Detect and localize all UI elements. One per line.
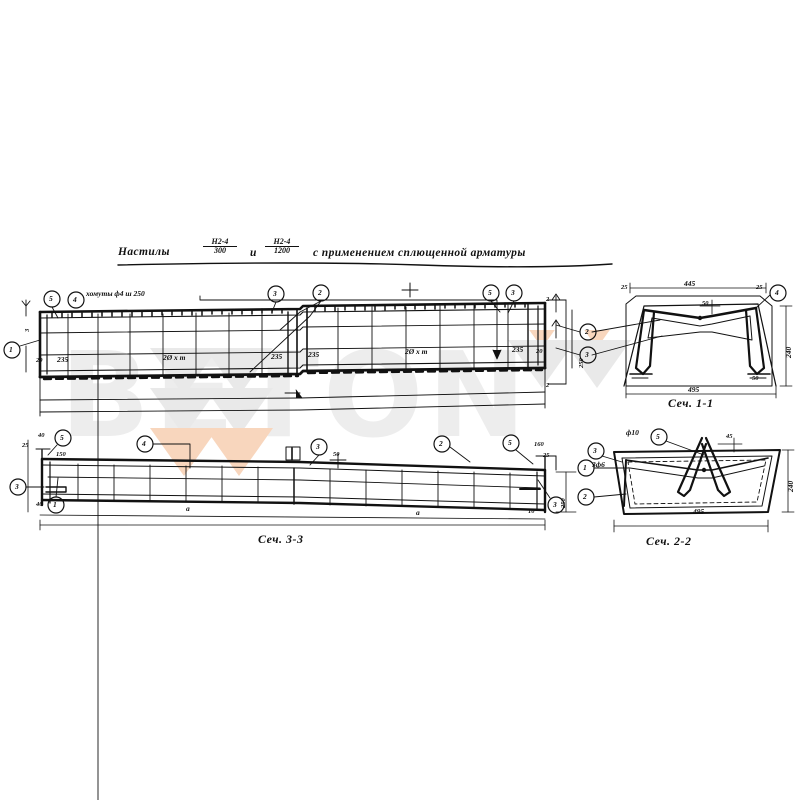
callout-4-plan[interactable]: 4 bbox=[73, 295, 77, 304]
callout-3-sec33-left[interactable]: 3 bbox=[15, 482, 19, 491]
callout-2-sec33[interactable]: 2 bbox=[439, 439, 443, 448]
caption-section-2-2: Сеч. 2-2 bbox=[646, 534, 692, 548]
sec33-dim-10: 10 bbox=[528, 508, 535, 515]
callout-4-sec33[interactable]: 4 bbox=[142, 439, 146, 448]
sec33-dim-160: 160 bbox=[534, 441, 544, 448]
callout-3-plan-right[interactable]: 3 bbox=[511, 288, 515, 297]
plan-dim-3-left: 3 bbox=[24, 328, 31, 332]
stirrup-note: хомуты ф4 ш 250 bbox=[86, 289, 145, 298]
fraction-1-numerator: Н2-4 bbox=[211, 237, 229, 246]
callout-3-plan[interactable]: 3 bbox=[273, 289, 277, 298]
plan-dim-2-top: 2 bbox=[546, 296, 550, 303]
sec33-dim-40-bottom: 40 bbox=[36, 501, 43, 508]
callout-3-sec33[interactable]: 3 bbox=[316, 442, 320, 451]
title-prefix: Настилы bbox=[118, 246, 170, 258]
fraction-2-denominator: 1200 bbox=[274, 246, 290, 256]
callout-1-sec22[interactable]: 1 bbox=[583, 463, 587, 472]
sec22-dim-bottom: 495 bbox=[693, 507, 705, 516]
sec22-dim-45: 45 bbox=[726, 433, 733, 440]
callout-5-sec33[interactable]: 5 bbox=[60, 433, 64, 442]
callout-3-sec22[interactable]: 3 bbox=[593, 446, 597, 455]
plan-dim-235-a: 235 bbox=[57, 355, 69, 364]
fraction-2-numerator: Н2-4 bbox=[273, 237, 291, 246]
sec33-dim-a-left: a bbox=[186, 504, 190, 513]
fraction-1-denominator: 300 bbox=[214, 246, 226, 256]
sec11-dim-50-top: 50 bbox=[702, 300, 709, 307]
caption-section-3-3: Сеч. 3-3 bbox=[258, 532, 304, 546]
plan-dim-span-b: 2Ø x m bbox=[405, 347, 428, 356]
callout-5-plan-right[interactable]: 5 bbox=[488, 288, 492, 297]
callout-5-sec33-right[interactable]: 5 bbox=[508, 438, 512, 447]
caption-section-1-1: Сеч. 1-1 bbox=[668, 396, 714, 410]
plan-dim-span-a: 2Ø x m bbox=[163, 353, 186, 362]
title-suffix: с применением сплющенной арматуры bbox=[313, 247, 526, 259]
sec11-dim-25-left: 25 bbox=[621, 284, 628, 291]
callout-4-sec11[interactable]: 4 bbox=[775, 288, 779, 297]
plan-dim-20-right: 20 bbox=[536, 348, 543, 355]
plan-dim-235-d: 235 bbox=[512, 345, 524, 354]
plan-dim-235-b: 235 bbox=[271, 352, 283, 361]
callout-5-plan[interactable]: 5 bbox=[49, 294, 53, 303]
title-fraction-2: Н2-4 1200 bbox=[265, 237, 299, 256]
sec33-dim-150: 150 bbox=[56, 451, 66, 458]
callout-5-sec22[interactable]: 5 bbox=[656, 432, 660, 441]
sec11-dim-25-right: 25 bbox=[756, 284, 763, 291]
sec33-dim-50: 50 bbox=[333, 451, 340, 458]
callout-2-sec22[interactable]: 2 bbox=[583, 492, 587, 501]
title-fraction-1: Н2-4 300 bbox=[203, 237, 237, 256]
sec33-dim-40-top: 40 bbox=[38, 432, 45, 439]
callout-1-plan[interactable]: 1 bbox=[9, 345, 13, 354]
plan-dim-235-c: 235 bbox=[308, 350, 320, 359]
sec11-dim-bottom: 495 bbox=[688, 385, 700, 394]
sec33-dim-25: 25 bbox=[22, 442, 29, 449]
callout-2-plan[interactable]: 2 bbox=[318, 288, 322, 297]
callout-1-sec33[interactable]: 1 bbox=[53, 500, 57, 509]
callout-2-sec11[interactable]: 2 bbox=[585, 327, 589, 336]
plan-dim-250-right: 250 bbox=[578, 358, 585, 368]
plan-dim-2-bottom: 2 bbox=[546, 382, 550, 389]
sec33-dim-a-right: a bbox=[416, 508, 420, 517]
sec11-dim-50-bottom: 50 bbox=[752, 375, 759, 382]
sec22-bar-left: 3ф6 bbox=[592, 460, 605, 469]
sec22-dim-right: 240 bbox=[786, 480, 795, 492]
sec11-dim-top: 445 bbox=[684, 279, 696, 288]
callout-3-sec33-end[interactable]: 3 bbox=[553, 500, 557, 509]
sec11-dim-right: 240 bbox=[784, 346, 793, 358]
plan-dim-20-left: 20 bbox=[36, 357, 43, 364]
sec33-dim-250: 250 bbox=[560, 498, 567, 508]
sec33-dim-25-right: 25 bbox=[543, 452, 550, 459]
sec22-bar-top: ф10 bbox=[626, 428, 639, 437]
callout-1-sec11[interactable]: 3 bbox=[585, 350, 589, 359]
title-conjunction: и bbox=[250, 247, 257, 259]
